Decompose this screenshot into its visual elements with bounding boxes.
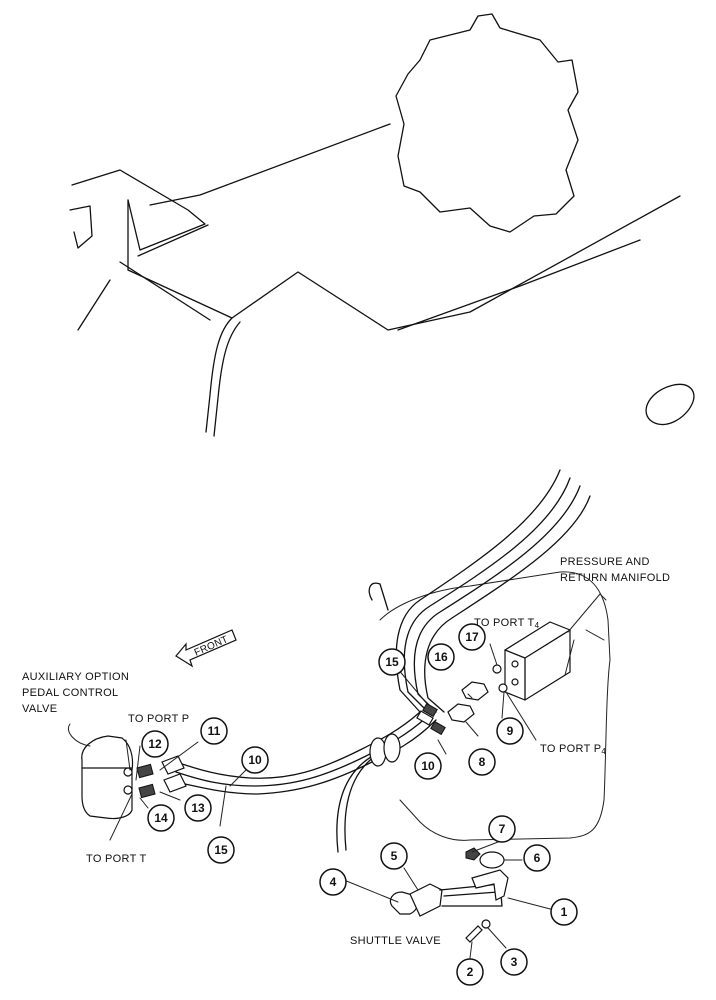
callout-8: 8	[468, 748, 496, 776]
callout-14: 14	[147, 804, 175, 832]
hose-bundle	[175, 469, 591, 853]
pressure-manifold-label-2: RETURN MANIFOLD	[560, 572, 670, 584]
aux-valve-label-1: AUXILIARY OPTION	[22, 671, 129, 683]
frame-left-notch	[69, 205, 93, 249]
fitting-8	[447, 703, 475, 723]
frame-line-upper	[149, 123, 391, 206]
plate-bracket	[368, 582, 389, 611]
svg-text:10: 10	[421, 759, 435, 773]
svg-text:11: 11	[208, 724, 221, 738]
callout-3: 3	[500, 948, 528, 976]
to-port-t4-label: TO PORT T4	[474, 617, 540, 630]
callout-13: 13	[184, 794, 212, 822]
frame-tube-b	[213, 321, 241, 437]
callout-5: 5	[380, 842, 408, 870]
callout-6: 6	[523, 844, 551, 872]
shuttle-valve-label: SHUTTLE VALVE	[350, 935, 441, 947]
svg-text:14: 14	[154, 811, 168, 825]
front-arrow: FRONT	[175, 629, 237, 668]
frame-rail-left-lower-2	[119, 224, 211, 321]
svg-text:1: 1	[561, 905, 568, 919]
frame-rail-left-lower	[127, 195, 681, 331]
svg-text:6: 6	[534, 851, 541, 865]
callout-2: 2	[456, 958, 484, 986]
bolt-2	[465, 925, 483, 943]
o-ring-9	[498, 683, 508, 693]
callout-10-left: 10	[241, 746, 269, 774]
machine-frame-outline	[69, 13, 695, 437]
aux-valve-label-2: PEDAL CONTROL	[22, 687, 118, 699]
svg-text:9: 9	[507, 724, 514, 738]
fitting-6	[479, 851, 505, 869]
fitting-16	[461, 681, 489, 701]
callout-17: 17	[458, 623, 486, 651]
svg-text:2: 2	[467, 965, 474, 979]
svg-text:10: 10	[248, 753, 262, 767]
o-ring-17	[492, 664, 502, 674]
callout-12: 12	[141, 730, 169, 758]
svg-text:7: 7	[499, 822, 506, 836]
callout-16: 16	[427, 643, 455, 671]
center-fittings	[416, 702, 446, 736]
engine-block-outline	[395, 13, 579, 233]
frame-tube-a	[205, 317, 233, 433]
svg-text:17: 17	[465, 630, 479, 644]
svg-text:3: 3	[511, 955, 518, 969]
svg-text:8: 8	[479, 755, 486, 769]
front-label: FRONT	[193, 634, 230, 659]
svg-text:13: 13	[191, 801, 205, 815]
pedal-control-valve	[81, 735, 187, 820]
svg-text:15: 15	[385, 655, 399, 669]
callout-15-left: 15	[207, 836, 235, 864]
svg-text:5: 5	[391, 849, 398, 863]
frame-oval-opening	[645, 383, 695, 426]
callout-7: 7	[488, 815, 516, 843]
svg-text:15: 15	[214, 843, 228, 857]
washer-3	[481, 919, 491, 929]
frame-left-edge	[77, 279, 111, 331]
frame-rail-left-top	[71, 169, 206, 251]
callout-9: 9	[496, 717, 524, 745]
callout-4: 4	[319, 868, 347, 896]
to-port-p4-label: TO PORT P4	[540, 743, 606, 756]
frame-rail-right	[397, 239, 641, 331]
callout-10-right: 10	[414, 752, 442, 780]
to-port-p-label: TO PORT P	[128, 713, 189, 725]
pressure-return-manifold	[504, 621, 571, 701]
aux-valve-label-3: VALVE	[22, 703, 57, 715]
shuttle-valve-assembly	[389, 869, 509, 917]
mounting-plate-outline	[379, 571, 611, 841]
pressure-manifold-label-1: PRESSURE AND	[560, 556, 650, 568]
to-port-t-label: TO PORT T	[86, 853, 147, 865]
leader-lines	[68, 593, 607, 959]
svg-text:12: 12	[148, 737, 162, 751]
callout-15-right: 15	[378, 648, 406, 676]
callout-11: 11	[200, 717, 228, 745]
svg-text:4: 4	[330, 875, 337, 889]
nut-7	[465, 847, 481, 861]
svg-text:16: 16	[434, 650, 448, 664]
callout-1: 1	[550, 898, 578, 926]
